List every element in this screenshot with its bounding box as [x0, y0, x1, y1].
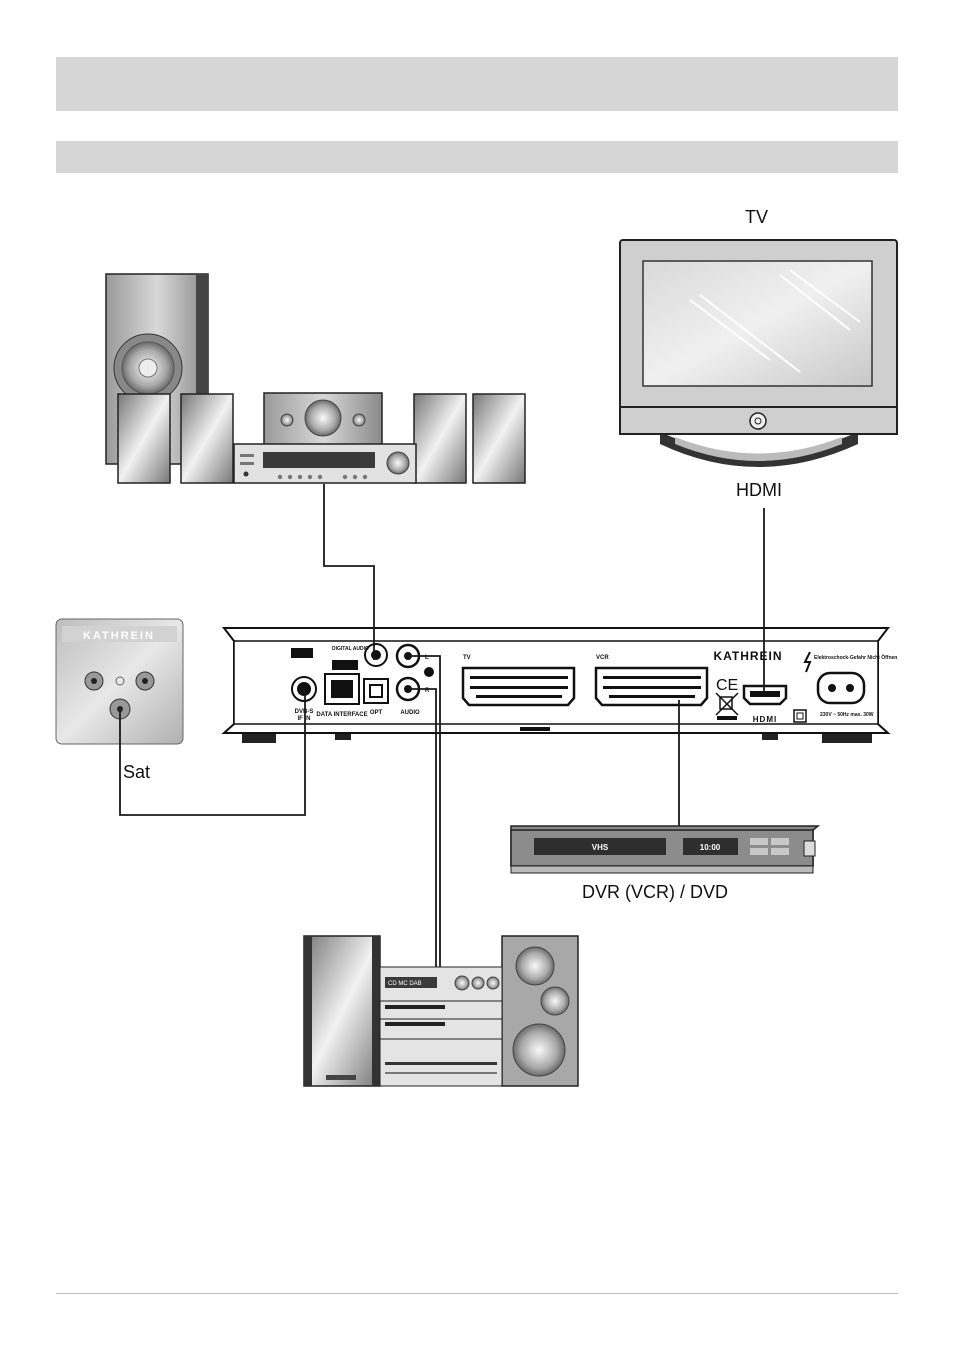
if-in-port-label: IF IN	[298, 716, 311, 722]
dvr-label: DVR (VCR) / DVD	[582, 882, 729, 902]
hifi-stereo-system	[303, 935, 579, 1087]
audio-port-label: AUDIO	[400, 710, 420, 716]
stereo-display-text: CD MC DAB	[388, 981, 422, 987]
cable-optical	[323, 484, 375, 660]
hdmi-port-label: HDMI	[753, 715, 777, 724]
subheader-band	[56, 141, 898, 173]
vcr-scart-label: VCR	[596, 655, 609, 661]
sat-wall-socket	[55, 618, 184, 745]
cables	[119, 484, 765, 967]
dvr-display-left: VHS	[592, 843, 609, 852]
digital-audio-label: DIGITAL AUDIO	[332, 646, 369, 652]
footer-rule	[56, 1293, 898, 1294]
tv-label: TV	[745, 207, 769, 227]
power-rating: 230V ~ 50Hz max. 30W	[820, 712, 874, 718]
dvr-display-right: 10:00	[700, 843, 721, 852]
audio-r-label: R	[425, 688, 430, 694]
opt-port-label: OPT	[370, 710, 383, 716]
audio-l-label: L	[425, 655, 429, 661]
receiver-brand: KATHREIN	[713, 649, 782, 663]
cable-sat	[119, 690, 306, 816]
header-band	[56, 57, 898, 111]
cable-audio-r	[410, 688, 437, 967]
sat-label: Sat	[123, 762, 151, 782]
data-interface-label: DATA INTERFACE	[316, 712, 367, 718]
wall-socket-brand: KATHREIN	[83, 630, 155, 642]
ce-mark: CE	[716, 677, 738, 694]
home-cinema-system	[105, 273, 526, 484]
cable-audio-l	[410, 655, 441, 967]
sat-receiver	[221, 627, 891, 743]
tv-scart-label: TV	[463, 655, 471, 661]
tv-illustration	[619, 239, 898, 467]
hdmi-label: HDMI	[736, 480, 782, 500]
shock-warning: Elektroschock-Gefahr Nicht Öffnen	[814, 654, 897, 661]
dvbs-port-label: DVB-S	[295, 709, 314, 715]
dvr-vcr-device	[510, 825, 821, 874]
